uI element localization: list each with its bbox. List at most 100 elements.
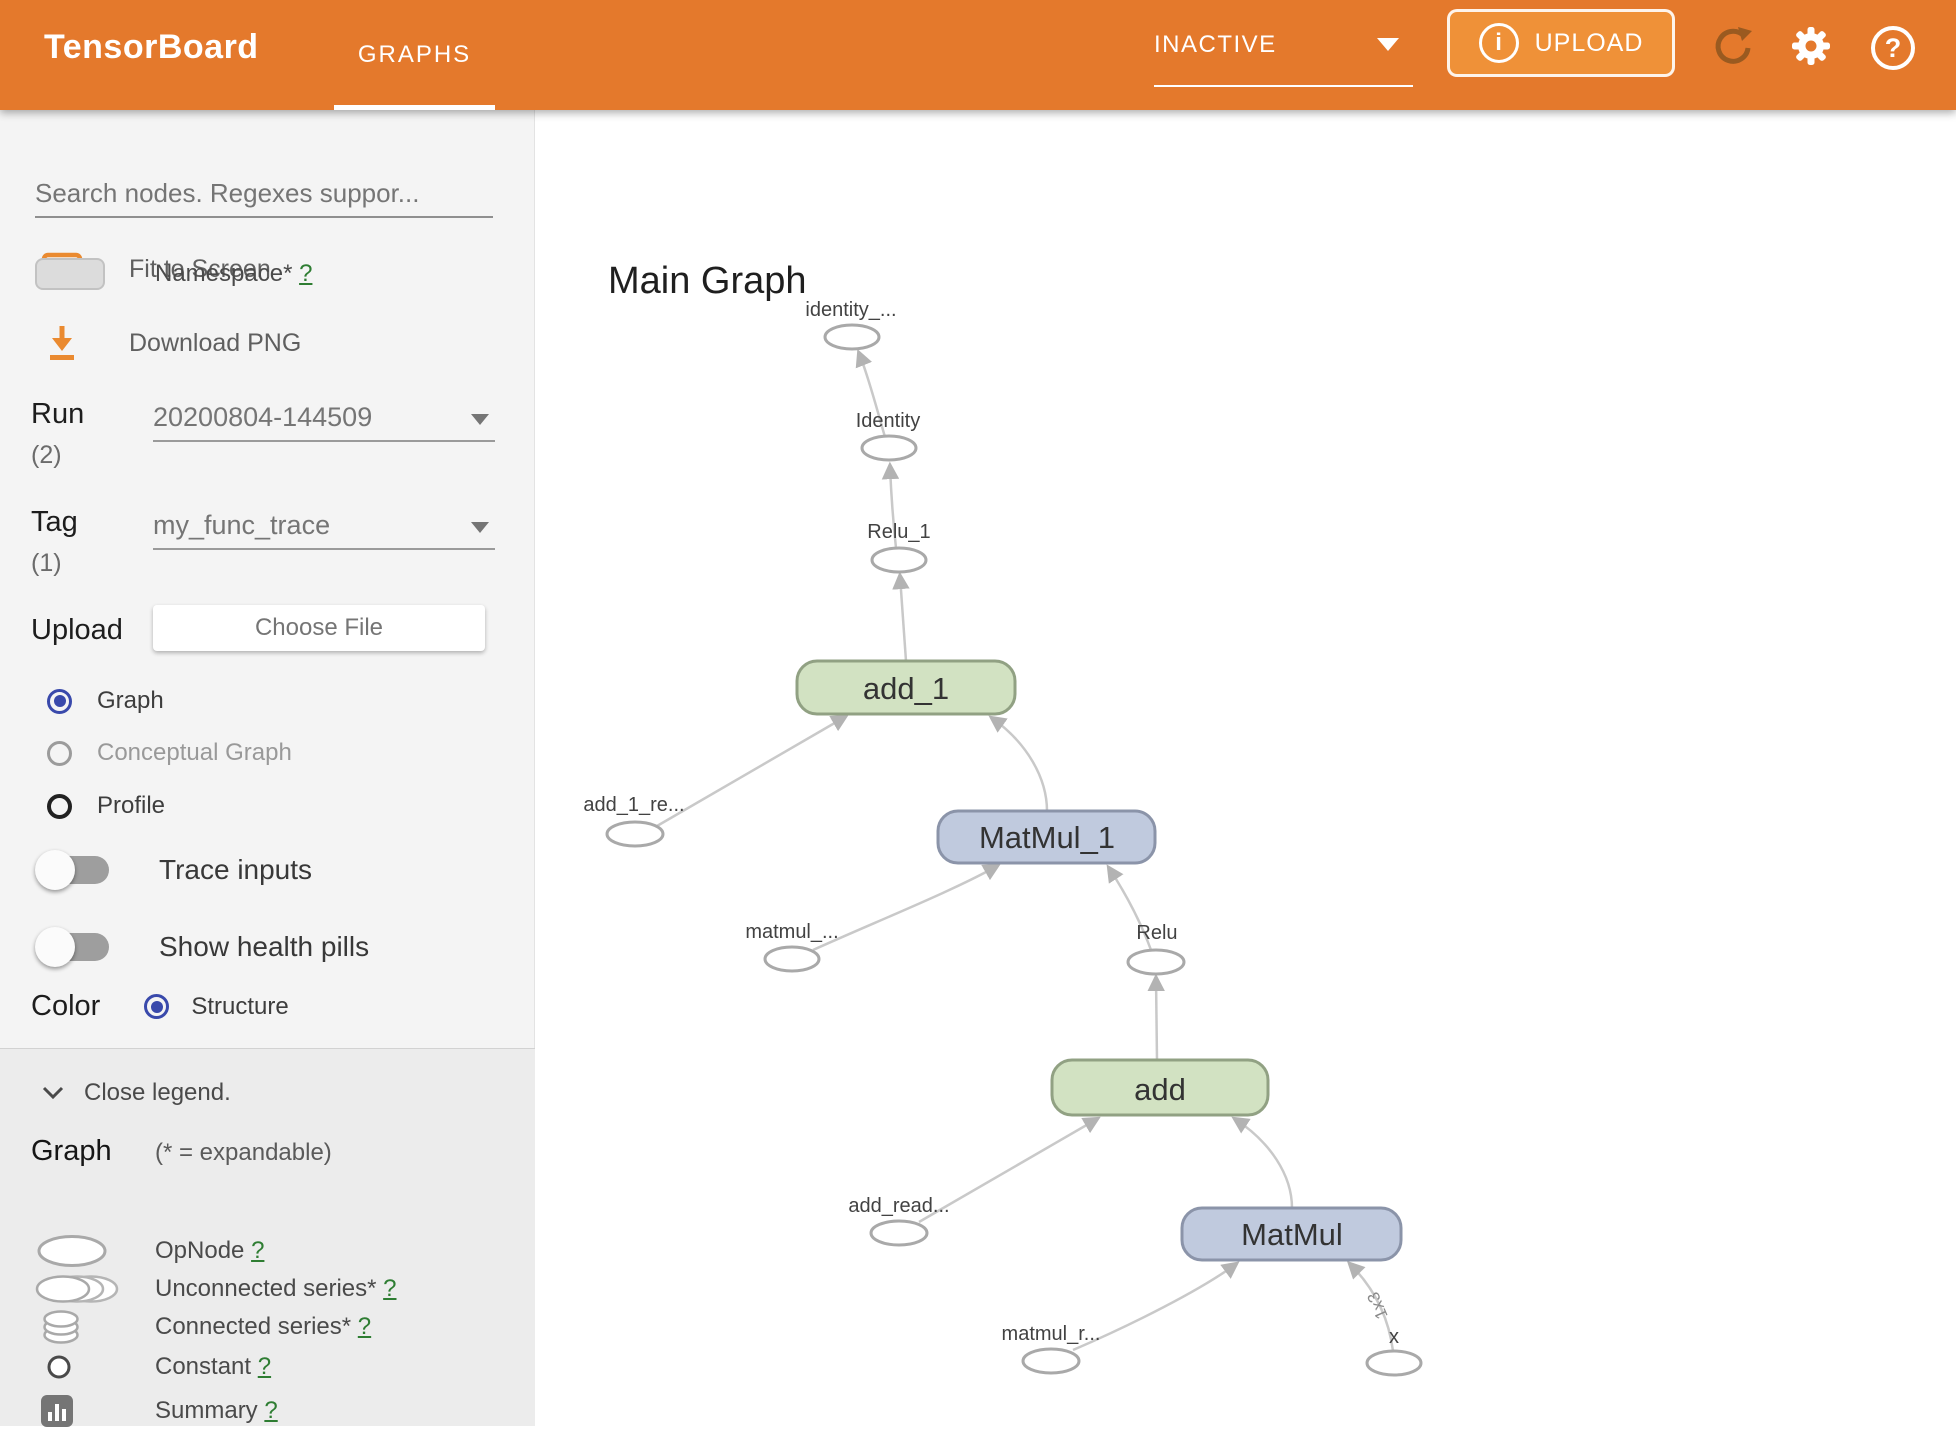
run-select[interactable]: 20200804-144509 xyxy=(153,400,495,442)
refresh-icon[interactable] xyxy=(1711,24,1755,68)
radio-graph[interactable]: Graph xyxy=(47,687,164,715)
opnode-matmul-r[interactable] xyxy=(1021,1347,1081,1375)
radio-selected-icon xyxy=(47,688,72,714)
app-title: TensorBoard xyxy=(44,28,259,66)
opnode-relu-1[interactable] xyxy=(870,546,928,574)
help-icon[interactable]: ? xyxy=(1871,26,1915,70)
divider xyxy=(0,1048,535,1049)
node-add-1-label: add_1 xyxy=(863,671,949,706)
gear-icon[interactable] xyxy=(1789,24,1833,68)
graph-op-nodes: add_1 MatMul_1 add MatMul xyxy=(795,659,1403,1262)
opnode-help-link[interactable]: ? xyxy=(251,1237,265,1264)
legend-opnode-label: OpNode xyxy=(155,1237,245,1264)
annotation-label: add_read... xyxy=(848,1195,949,1217)
show-health-pills-toggle[interactable]: Show health pills xyxy=(35,927,370,967)
trace-inputs-toggle[interactable]: Trace inputs xyxy=(35,850,313,890)
sidebar: Fit to Screen Download PNG Run (2) 20200… xyxy=(0,110,535,1427)
legend-connected-label: Connected series* xyxy=(155,1313,352,1340)
constant-circle-icon xyxy=(35,1347,145,1387)
status-dropdown-underline xyxy=(1154,85,1413,87)
legend-item-namespace: Namespace* ? xyxy=(0,254,535,294)
fit-to-screen-label: Fit to Screen xyxy=(129,254,271,283)
node-add[interactable]: add xyxy=(1050,1058,1270,1117)
graph-canvas[interactable]: Main Graph 1x3 xyxy=(535,110,1956,1426)
legend-item-opnode: OpNode ? xyxy=(0,1231,535,1271)
annotation-label: x xyxy=(1389,1326,1399,1348)
tag-count: (1) xyxy=(31,549,62,577)
tab-graphs-label: GRAPHS xyxy=(357,41,472,68)
chevron-down-icon xyxy=(471,522,489,533)
legend-expandable-note: (* = expandable) xyxy=(155,1139,332,1166)
node-matmul-label: MatMul xyxy=(1241,1217,1343,1252)
toggle-track xyxy=(35,850,109,890)
summary-chart-icon xyxy=(35,1391,145,1431)
node-add-label: add xyxy=(1134,1072,1186,1107)
legend-namespace-label: Namespace* xyxy=(155,260,293,287)
opnode-relu[interactable] xyxy=(1126,948,1186,976)
radio-unselected-icon xyxy=(47,793,72,819)
opnode-identity-out[interactable] xyxy=(823,323,881,351)
close-legend-button[interactable]: Close legend. xyxy=(42,1079,231,1107)
annotation-label: Identity xyxy=(856,410,920,432)
legend-item-unconnected-series: Unconnected series* ? xyxy=(0,1269,535,1309)
radio-profile[interactable]: Profile xyxy=(47,792,165,820)
tag-select[interactable]: my_func_trace xyxy=(153,508,495,550)
toggle-knob xyxy=(35,927,75,967)
unconnected-series-icon xyxy=(35,1269,145,1309)
annotation-label: Relu xyxy=(1136,922,1177,944)
close-legend-label: Close legend. xyxy=(84,1079,231,1106)
opnode-matmul-read[interactable] xyxy=(763,945,821,973)
node-matmul[interactable]: MatMul xyxy=(1180,1206,1403,1262)
choose-file-button[interactable]: Choose File xyxy=(153,605,485,651)
annotation-label: add_1_re... xyxy=(583,794,684,816)
node-add-1[interactable]: add_1 xyxy=(795,659,1017,716)
constant-help-link[interactable]: ? xyxy=(257,1353,272,1380)
edge-shape-label: 1x3 xyxy=(1364,1289,1392,1322)
legend-item-constant: Constant ? xyxy=(0,1347,535,1387)
connected-help-link[interactable]: ? xyxy=(357,1313,372,1340)
upload-button-label: UPLOAD xyxy=(1534,28,1644,57)
radio-conceptual-graph[interactable]: Conceptual Graph xyxy=(47,739,292,767)
search-input[interactable] xyxy=(35,170,493,218)
radio-graph-label: Graph xyxy=(97,687,164,714)
toggle-track xyxy=(35,927,109,967)
show-health-pills-label: Show health pills xyxy=(159,931,370,962)
main-graph-svg: 1x3 identity_... Identity Relu_1 add_1_r… xyxy=(583,299,1423,1377)
run-label: Run xyxy=(31,398,85,430)
legend-constant-label: Constant xyxy=(155,1353,252,1380)
annotation-label: Relu_1 xyxy=(867,521,930,543)
node-matmul-1-label: MatMul_1 xyxy=(979,820,1115,855)
opnode-x[interactable] xyxy=(1365,1349,1423,1377)
toggle-knob xyxy=(35,850,75,890)
tab-graphs[interactable]: GRAPHS xyxy=(334,0,495,110)
legend-summary-label: Summary xyxy=(155,1397,258,1424)
legend-unconnected-label: Unconnected series* xyxy=(155,1275,377,1302)
color-label: Color xyxy=(31,990,101,1022)
download-png-button[interactable]: Download PNG xyxy=(41,324,301,362)
page-title: Main Graph xyxy=(608,260,807,302)
annotation-label: identity_... xyxy=(805,299,896,321)
status-dropdown-value: INACTIVE xyxy=(1154,31,1277,58)
opnode-add-1-read[interactable] xyxy=(605,820,665,848)
namespace-help-link[interactable]: ? xyxy=(299,260,313,287)
chevron-down-icon xyxy=(42,1086,64,1100)
upload-button[interactable]: i UPLOAD xyxy=(1447,9,1675,77)
run-count: (2) xyxy=(31,441,62,469)
trace-inputs-label: Trace inputs xyxy=(159,854,313,885)
opnode-add-read[interactable] xyxy=(869,1219,929,1247)
annotation-label: matmul_... xyxy=(745,921,838,943)
upload-label: Upload xyxy=(31,614,123,646)
chevron-down-icon xyxy=(1377,38,1399,51)
color-by-row: Color Structure xyxy=(31,990,289,1023)
unconnected-help-link[interactable]: ? xyxy=(383,1275,397,1302)
opnode-identity[interactable] xyxy=(860,434,918,462)
legend-heading: Graph xyxy=(31,1135,112,1167)
radio-structure[interactable] xyxy=(144,994,170,1019)
chevron-down-icon xyxy=(471,414,489,425)
legend-panel: Close legend. Graph (* = expandable) Nam… xyxy=(0,258,535,1427)
node-matmul-1[interactable]: MatMul_1 xyxy=(936,809,1157,865)
summary-help-link[interactable]: ? xyxy=(264,1397,278,1424)
status-dropdown[interactable]: INACTIVE xyxy=(1154,0,1413,88)
radio-profile-label: Profile xyxy=(97,792,166,819)
app-header: TensorBoard GRAPHS INACTIVE i UPLOAD ? xyxy=(0,0,1956,110)
